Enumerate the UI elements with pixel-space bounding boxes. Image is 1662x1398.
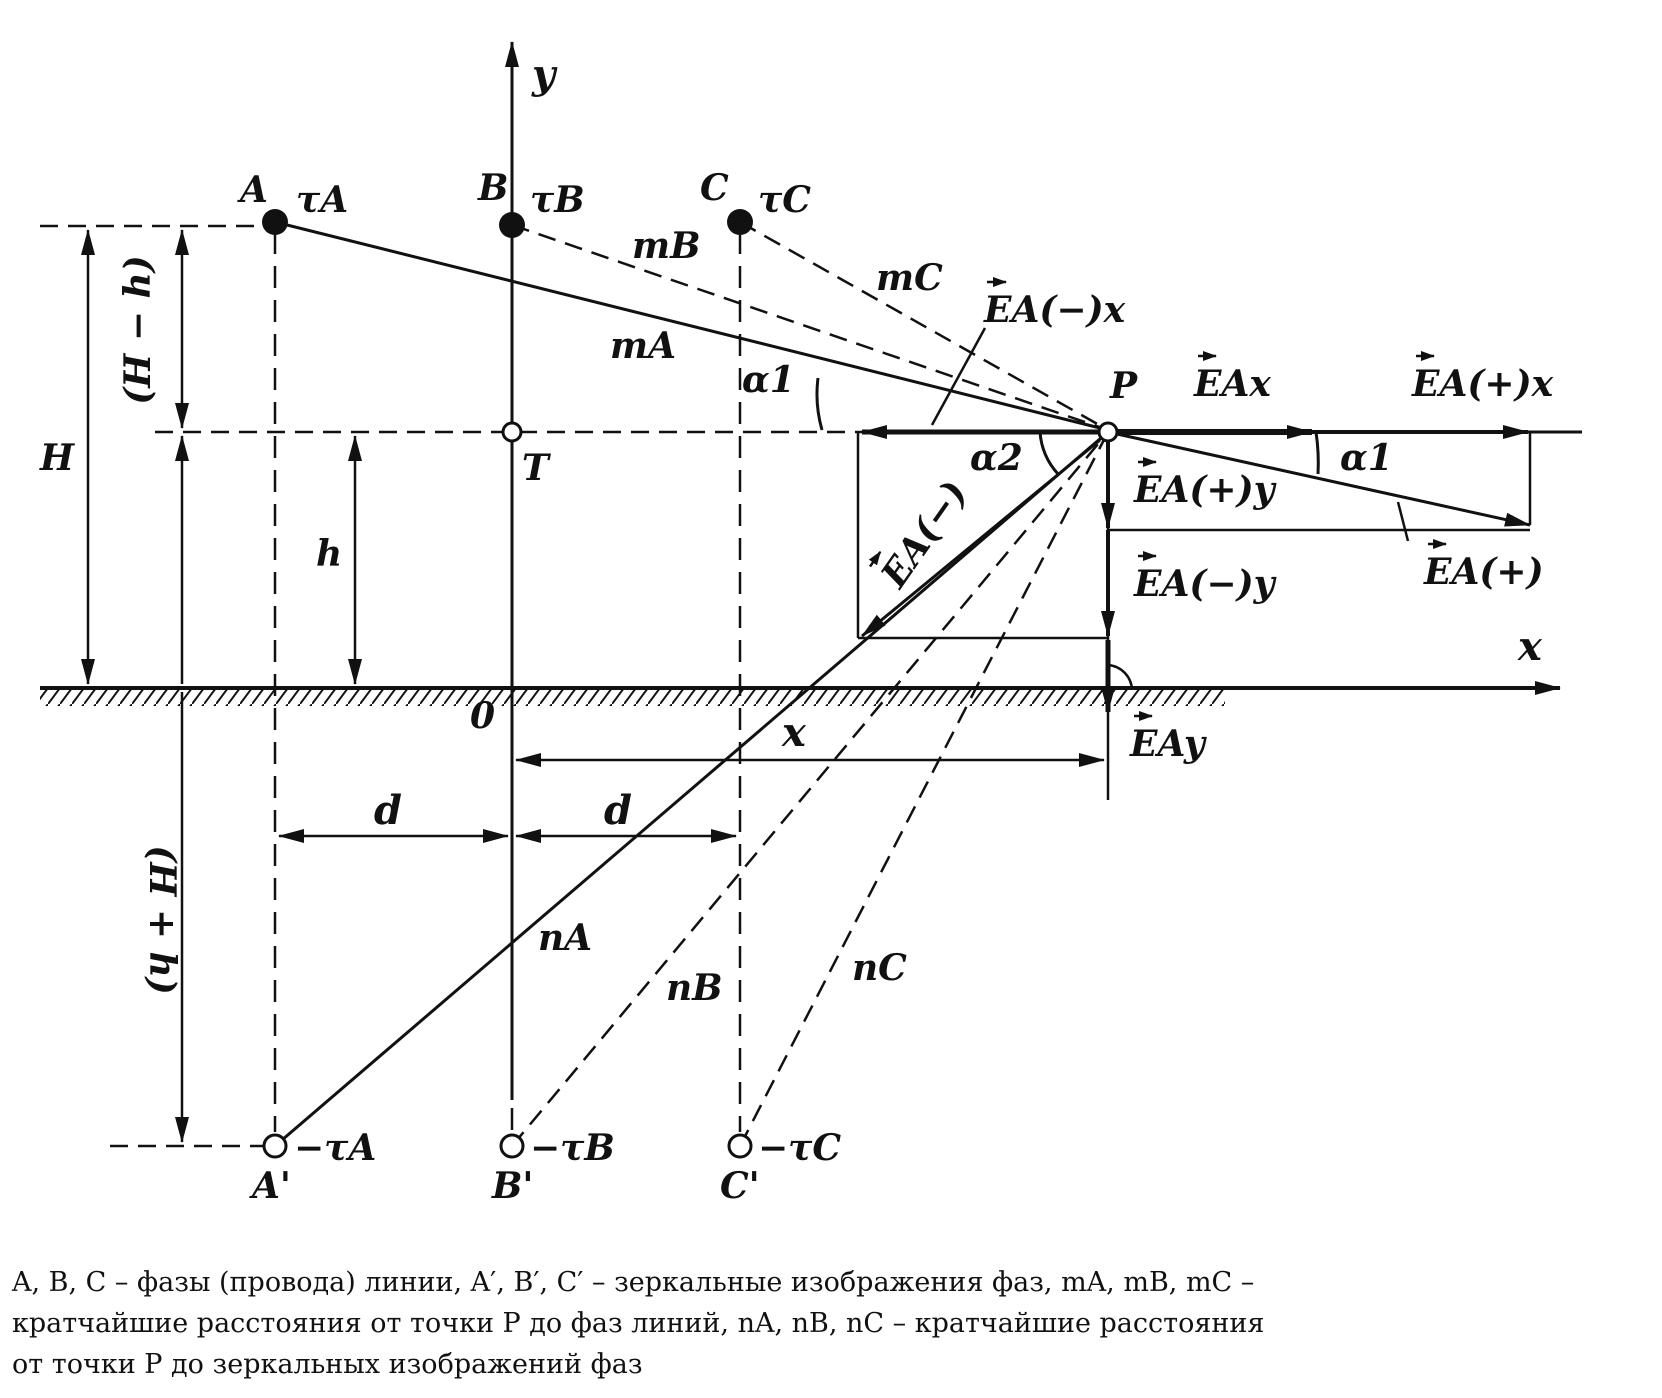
line-n-c [738,431,1110,1147]
line-m-c [739,220,1109,432]
dim-H-label: H [39,437,75,479]
e-a-minus-x-label: EA(−)x [983,277,1126,331]
alpha1-arc-left [815,377,824,431]
dim-h-plus-label: (H + h) [141,845,183,994]
mirror-tau-a-label: −τA [294,1127,376,1169]
alpha1-arc-right [1314,431,1320,475]
alpha2-label: α2 [970,437,1023,479]
point-t-dot [501,421,523,443]
dim-x-label: x [781,709,807,756]
caption-line-3: от точки P до зеркальных изображений фаз [12,1349,643,1380]
svg-text:EAy: EAy [1129,723,1207,765]
mirror-c-label: C' [720,1165,760,1207]
alpha2-arc [1038,431,1060,476]
line-m-a [274,220,1109,432]
n-b-label: nB [666,967,723,1009]
line-n-a [274,430,1109,1148]
mirror-c-dot [727,1133,753,1159]
phase-c-label: C [700,167,729,209]
e-a-plus-x-label: EA(+)x [1411,351,1554,405]
vector-e-a-minus [861,438,1101,638]
svg-text:EA(+)x: EA(+)x [1411,363,1554,405]
e-ax-label: EAx [1193,351,1271,405]
dim-d1-label: d [374,787,402,834]
phase-b-label: B [477,167,508,209]
tau-b-label: τB [530,179,585,221]
n-a-label: nA [538,917,592,959]
svg-text:EA(−): EA(−) [872,473,976,596]
mirror-b-dot [499,1133,525,1159]
svg-text:EA(+): EA(+) [1423,551,1544,593]
tau-a-label: τA [296,179,348,221]
phase-a-label: A [237,169,268,211]
e-a-minus-label: EA(−) [868,473,976,596]
dim-d2-label: d [604,787,632,834]
leader-e-a-plus [1396,501,1410,542]
figure-caption: A, B, C – фазы (провода) линии, A′, B′, … [12,1262,1612,1385]
tau-c-label: τC [758,179,811,221]
mirror-tau-b-label: −τB [530,1127,615,1169]
phase-b-dot [499,212,525,238]
n-c-label: nC [852,947,907,989]
point-t-label: T [522,447,551,489]
vector-e-a-plus [1107,430,1531,527]
leader-e-a-minus-x [930,327,987,426]
e-a-minus-y-label: EA(−)y [1133,551,1277,605]
dim-h-label: h [316,533,342,575]
svg-text:EA(−)y: EA(−)y [1133,563,1277,605]
axis-x-label: x [1517,623,1543,670]
caption-line-2: кратчайшие расстояния от точки P до фаз … [12,1308,1265,1339]
mirror-a-label: A' [249,1165,291,1207]
line-m-b [511,223,1109,432]
phase-c-dot [727,209,753,235]
phase-a-dot [262,209,288,235]
mirror-tau-c-label: −τC [758,1127,841,1169]
point-p-label: P [1109,365,1138,407]
m-c-label: mC [876,257,943,299]
m-a-label: mA [610,325,676,367]
svg-text:EA(+)y: EA(+)y [1133,469,1277,511]
alpha1-right-label: α1 [1340,437,1393,479]
e-a-plus-label: EA(+) [1423,539,1544,593]
m-b-label: mB [632,225,701,267]
alpha1-left-label: α1 [742,359,795,401]
mirror-image-field-diagram: y x A B C τA τB τC A' B' C' −τA −τB −τC … [39,41,1582,1207]
mirror-a-dot [262,1133,288,1159]
svg-text:EAx: EAx [1193,363,1271,405]
line-n-b [511,431,1109,1147]
point-p-dot [1097,421,1119,443]
dim-h-minus-label: (H − h) [117,255,159,404]
ground-angle-arc [1107,663,1134,691]
e-ay-label: EAy [1129,711,1207,765]
e-a-plus-y-label: EA(+)y [1133,457,1277,511]
caption-line-1: A, B, C – фазы (провода) линии, A′, B′, … [12,1267,1255,1298]
axis-y-label: y [531,51,558,98]
origin-label: 0 [470,695,495,737]
ground-hatch [40,690,1225,706]
svg-text:EA(−)x: EA(−)x [983,289,1126,331]
mirror-b-label: B' [491,1165,533,1207]
